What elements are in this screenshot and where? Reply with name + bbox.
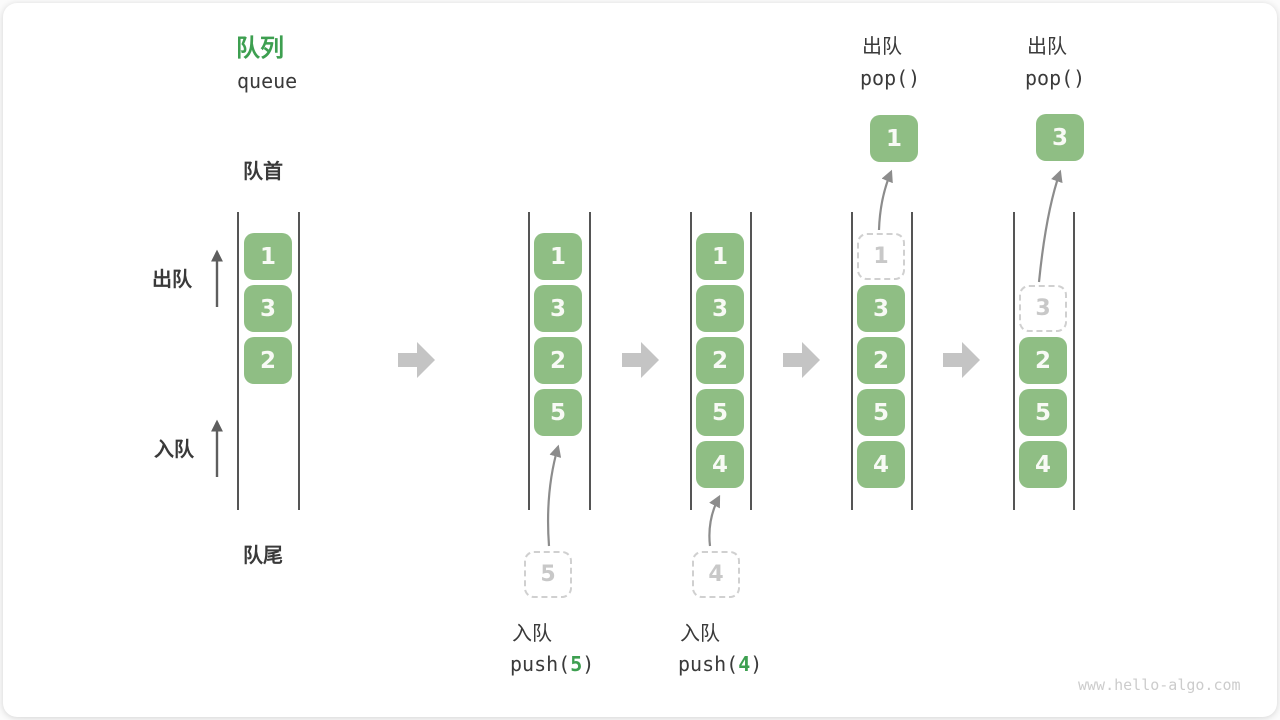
label-enqueue: 入队 — [154, 437, 194, 461]
popped-element: 1 — [870, 115, 918, 162]
queue-element: 2 — [696, 337, 744, 384]
code-push-suf: ) — [750, 652, 763, 676]
queue-element: 5 — [696, 389, 744, 436]
queue-rail — [298, 212, 300, 510]
queue-element: 4 — [857, 441, 905, 488]
queue-rail — [237, 212, 239, 510]
queue-element: 5 — [534, 389, 582, 436]
queue-element: 2 — [1019, 337, 1067, 384]
queue-element: 1 — [696, 233, 744, 280]
queue-element: 3 — [534, 285, 582, 332]
queue-element: 4 — [1019, 441, 1067, 488]
queue-rail — [589, 212, 591, 510]
flow-arrow-icon — [783, 342, 820, 378]
staged-element: 5 — [524, 551, 572, 598]
queue-rail — [690, 212, 692, 510]
queue-rail — [911, 212, 913, 510]
pop-arrow-icon — [1037, 169, 1063, 283]
code-pop: pop() — [860, 66, 921, 90]
title-zh: 队列 — [236, 34, 284, 62]
label-enqueue-op: 入队 — [680, 621, 720, 645]
push-arrow-icon — [546, 444, 562, 547]
flow-arrow-icon — [943, 342, 980, 378]
queue-element: 1 — [244, 233, 292, 280]
queue-element: 5 — [857, 389, 905, 436]
queue-rail — [851, 212, 853, 510]
watermark: www.hello-algo.com — [1078, 676, 1241, 694]
code-push: push(4) — [678, 652, 762, 676]
label-queue-front: 队首 — [243, 159, 283, 183]
flow-arrow-icon — [622, 342, 659, 378]
queue-element-dashed: 1 — [857, 233, 905, 280]
title-en: queue — [237, 69, 298, 93]
queue-rail — [528, 212, 530, 510]
queue-element: 5 — [1019, 389, 1067, 436]
queue-element: 2 — [534, 337, 582, 384]
label-enqueue-op: 入队 — [512, 621, 552, 645]
queue-element: 3 — [857, 285, 905, 332]
code-push-arg: 4 — [738, 652, 751, 676]
code-push-suf: ) — [582, 652, 595, 676]
queue-rail — [750, 212, 752, 510]
label-dequeue-op: 出队 — [862, 34, 902, 58]
queue-element-dashed: 3 — [1019, 285, 1067, 332]
queue-element: 3 — [244, 285, 292, 332]
label-queue-rear: 队尾 — [243, 543, 283, 567]
queue-rail — [1013, 212, 1015, 510]
code-push-pre: push( — [678, 652, 739, 676]
flow-arrow-icon — [398, 342, 435, 378]
pop-arrow-icon — [877, 169, 893, 231]
code-push-pre: push( — [510, 652, 571, 676]
push-arrow-icon — [708, 494, 721, 547]
queue-element: 1 — [534, 233, 582, 280]
label-dequeue-op: 出队 — [1027, 34, 1067, 58]
code-push: push(5) — [510, 652, 594, 676]
queue-element: 4 — [696, 441, 744, 488]
staged-element: 4 — [692, 551, 740, 598]
queue-rail — [1073, 212, 1075, 510]
queue-element: 3 — [696, 285, 744, 332]
queue-element: 2 — [244, 337, 292, 384]
label-dequeue: 出队 — [152, 267, 192, 291]
queue-element: 2 — [857, 337, 905, 384]
code-push-arg: 5 — [570, 652, 583, 676]
popped-element: 3 — [1036, 114, 1084, 161]
code-pop: pop() — [1025, 66, 1086, 90]
